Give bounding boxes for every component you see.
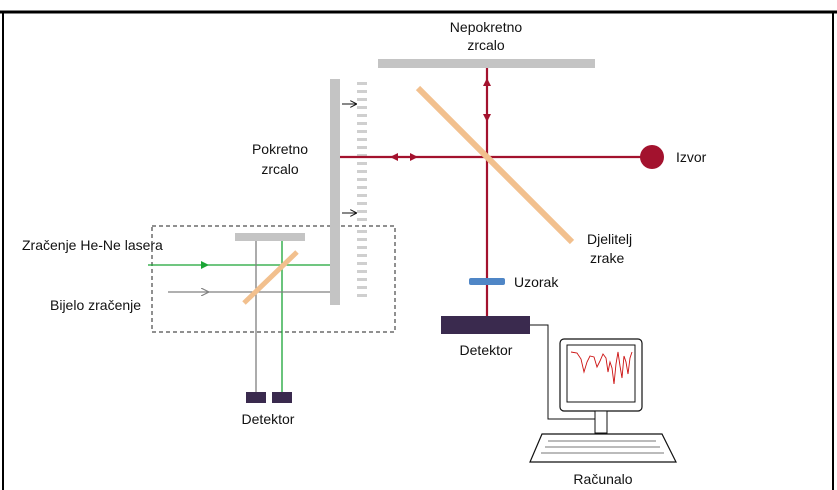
spectrum-trace <box>570 351 633 385</box>
fixed-mirror-label-line2: zrcalo <box>467 37 505 53</box>
splitter-label-line2: zrake <box>590 250 624 266</box>
white-light-label: Bijelo zračenje <box>50 297 141 313</box>
sample-label: Uzorak <box>514 274 559 290</box>
fixed-mirror <box>378 59 595 68</box>
white-light-beam <box>168 241 330 392</box>
splitter-label-line1: Djelitelj <box>587 231 632 247</box>
source-label: Izvor <box>676 149 707 165</box>
mirror-motion-arrows <box>342 104 356 213</box>
computer-label: Računalo <box>573 471 632 487</box>
small-detector-label: Detektor <box>242 411 295 427</box>
moving-mirror <box>330 79 340 305</box>
computer-icon <box>529 338 677 463</box>
moving-mirror-label-line1: Pokretno <box>252 141 308 157</box>
source-lamp <box>640 145 664 169</box>
moving-mirror-scale <box>357 82 367 297</box>
white-light-detector <box>246 392 266 403</box>
reference-splitter <box>242 250 299 305</box>
moving-mirror-label-line2: zrcalo <box>261 161 299 177</box>
beam-arrows <box>390 78 491 161</box>
fixed-mirror-label-line1: Nepokretno <box>450 19 523 35</box>
laser-label: Zračenje He-Ne lasera <box>22 237 163 253</box>
reference-mirror <box>235 233 305 241</box>
laser-beam <box>148 241 330 392</box>
sample <box>469 278 505 285</box>
beam-splitter <box>415 85 575 245</box>
main-detector-label: Detektor <box>460 342 513 358</box>
laser-detector <box>272 392 292 403</box>
main-detector <box>441 316 530 334</box>
reference-enclosure <box>151 225 396 333</box>
